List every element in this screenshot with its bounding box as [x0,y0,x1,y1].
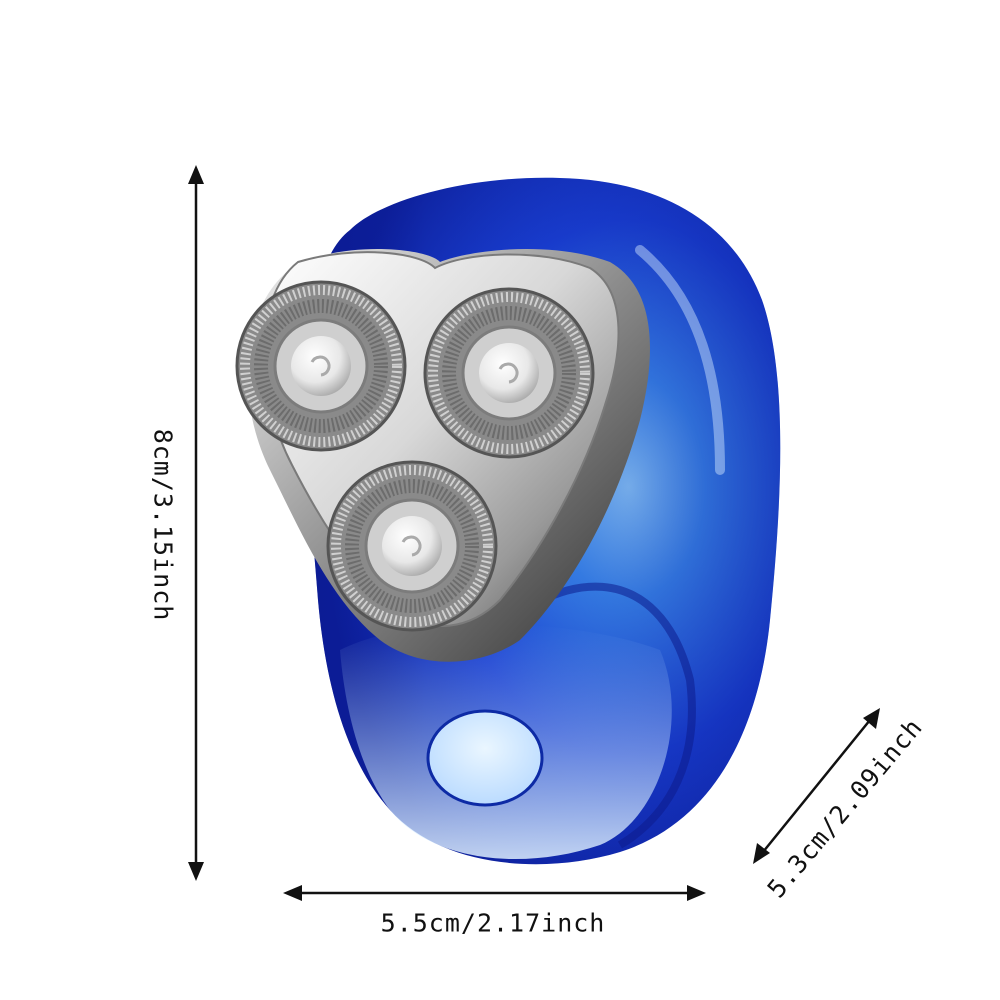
cutter-head-bottom [326,460,498,632]
cutter-head-right [423,287,595,459]
depth-arrow [753,708,880,864]
cutter-head-left [235,280,407,452]
height-arrow [188,165,204,881]
width-arrow [283,885,706,901]
width-dimension-label: 5.5cm/2.17inch [380,908,606,938]
height-dimension-label: 8cm/3.15inch [148,428,178,622]
power-button [426,709,544,807]
